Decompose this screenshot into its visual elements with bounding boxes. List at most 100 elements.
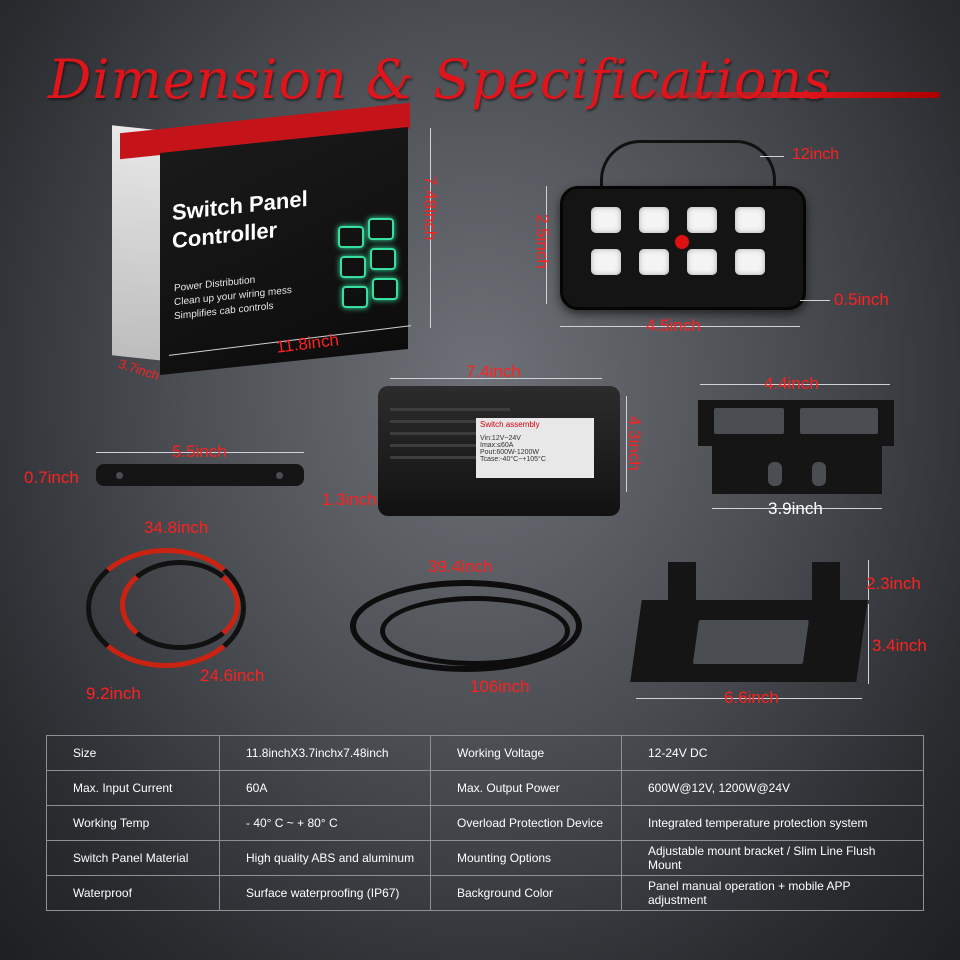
spec-value: Adjustable mount bracket / Slim Line Flu… bbox=[621, 840, 924, 876]
cable-length-label-c: 9.2inch bbox=[86, 684, 141, 703]
spec-value: 600W@12V, 1200W@24V bbox=[621, 770, 924, 806]
assembly-label-line: Tcase:-40°C~+105°C bbox=[480, 456, 546, 463]
box-key-icon bbox=[372, 278, 398, 300]
panel-cable-line bbox=[760, 156, 784, 157]
bar-height-label: 0.7inch bbox=[24, 468, 79, 487]
page-title: Dimension & Specifications bbox=[48, 48, 832, 111]
spec-value: 11.8inchX3.7inchx7.48inch bbox=[219, 735, 431, 771]
box-key-icon bbox=[340, 256, 366, 278]
assembly-label-line: Vin:12V~24V bbox=[480, 435, 521, 442]
panel-logo-icon bbox=[675, 235, 689, 249]
assembly-label-line: Pout:600W-1200W bbox=[480, 449, 540, 456]
panel-switch-button bbox=[735, 207, 765, 233]
mount-bracket-top bbox=[698, 400, 894, 446]
bracket-bottom-line bbox=[712, 508, 882, 509]
spec-key: Switch Panel Material bbox=[46, 840, 220, 876]
box-key-icon bbox=[368, 218, 394, 240]
assembly-vent bbox=[390, 456, 510, 459]
bracket-top-label: 4.4inch bbox=[764, 374, 819, 393]
wire-harness-coil bbox=[380, 596, 570, 666]
box-height-line bbox=[430, 128, 431, 328]
assembly-vent bbox=[390, 432, 510, 435]
assembly-vent bbox=[390, 408, 510, 411]
flush-bracket-tab bbox=[668, 562, 696, 602]
assembly-depth-label: 1.3inch bbox=[322, 490, 377, 509]
spec-value: Panel manual operation + mobile APP adju… bbox=[621, 875, 924, 911]
spec-key: Working Voltage bbox=[430, 735, 622, 771]
bracket-window bbox=[714, 408, 784, 434]
assembly-width-line bbox=[390, 378, 602, 379]
assembly-label-line: Imax:≤60A bbox=[480, 442, 514, 449]
spec-value: Surface waterproofing (IP67) bbox=[219, 875, 431, 911]
panel-depth-line bbox=[800, 300, 830, 301]
title-underline bbox=[600, 92, 940, 98]
assembly-width-label: 7.4inch bbox=[466, 362, 521, 381]
spec-key: Overload Protection Device bbox=[430, 805, 622, 841]
assembly-label-title: Switch assembly bbox=[480, 420, 540, 429]
power-cable-coil bbox=[120, 560, 240, 650]
mount-bracket-base bbox=[712, 446, 882, 494]
panel-width-label: 4.5inch bbox=[646, 316, 701, 335]
box-height-label: 7.48inch bbox=[421, 176, 440, 241]
panel-height-label: 2.5inch bbox=[533, 214, 552, 269]
bracket-bottom-label: 3.9inch bbox=[768, 499, 823, 518]
bar-hole bbox=[116, 472, 123, 479]
box-width-label: 3.7inch bbox=[116, 355, 162, 384]
cable-length-label-a: 34.8inch bbox=[144, 518, 209, 537]
spec-table: Size 11.8inchX3.7inchx7.48inch Working V… bbox=[46, 735, 924, 911]
power-cable-coil bbox=[86, 548, 246, 668]
bar-hole bbox=[276, 472, 283, 479]
bar-length-line bbox=[96, 452, 304, 453]
assembly-label: Switch assembly Vin:12V~24V Imax:≤60A Po… bbox=[476, 418, 594, 478]
panel-depth-label: 0.5inch bbox=[834, 290, 889, 309]
flush-bracket-plate bbox=[630, 600, 868, 682]
panel-switch-button bbox=[687, 207, 717, 233]
table-row: Waterproof Surface waterproofing (IP67) … bbox=[46, 875, 924, 911]
table-row: Switch Panel Material High quality ABS a… bbox=[46, 840, 924, 876]
box-key-icon bbox=[342, 286, 368, 308]
cable-length-label-b: 24.6inch bbox=[200, 666, 265, 685]
panel-height-line bbox=[546, 186, 547, 304]
panel-switch-button bbox=[591, 207, 621, 233]
bracket-window bbox=[800, 408, 878, 434]
flush-w-line bbox=[636, 698, 862, 699]
assembly-vent bbox=[390, 420, 510, 423]
flush-h1-line bbox=[868, 560, 869, 600]
spec-value: Integrated temperature protection system bbox=[621, 805, 924, 841]
panel-switch-button bbox=[639, 249, 669, 275]
panel-switch-button bbox=[735, 249, 765, 275]
switch-panel bbox=[560, 186, 806, 310]
bar-length-label: 5.5inch bbox=[172, 442, 227, 461]
assembly-height-label: 4.3inch bbox=[625, 416, 644, 471]
bracket-slot bbox=[768, 462, 782, 486]
spec-value: High quality ABS and aluminum bbox=[219, 840, 431, 876]
spec-key: Max. Input Current bbox=[46, 770, 220, 806]
flush-h1-label: 2.3inch bbox=[866, 574, 921, 593]
spec-key: Max. Output Power bbox=[430, 770, 622, 806]
spec-key: Background Color bbox=[430, 875, 622, 911]
spec-value: 60A bbox=[219, 770, 431, 806]
flush-h2-line bbox=[868, 604, 869, 684]
harness-length-label-b: 106inch bbox=[470, 677, 530, 696]
flush-h2-label: 3.4inch bbox=[872, 636, 927, 655]
bracket-slot bbox=[812, 462, 826, 486]
spec-key: Working Temp bbox=[46, 805, 220, 841]
assembly-vent bbox=[390, 444, 510, 447]
bracket-top-line bbox=[700, 384, 890, 385]
spec-value: 12-24V DC bbox=[621, 735, 924, 771]
table-row: Size 11.8inchX3.7inchx7.48inch Working V… bbox=[46, 735, 924, 771]
panel-switch-button bbox=[687, 249, 717, 275]
panel-width-line bbox=[560, 326, 800, 327]
box-key-icon bbox=[338, 226, 364, 248]
panel-switch-button bbox=[639, 207, 669, 233]
box-key-icon bbox=[370, 248, 396, 270]
table-row: Working Temp - 40° C ~ + 80° C Overload … bbox=[46, 805, 924, 841]
table-row: Max. Input Current 60A Max. Output Power… bbox=[46, 770, 924, 806]
spec-key: Waterproof bbox=[46, 875, 220, 911]
wire-harness-coil bbox=[350, 580, 582, 672]
flush-w-label: 6.6inch bbox=[724, 688, 779, 707]
spec-key: Mounting Options bbox=[430, 840, 622, 876]
assembly-height-line bbox=[626, 396, 627, 492]
flush-bracket-tab bbox=[812, 562, 840, 602]
panel-switch-button bbox=[591, 249, 621, 275]
